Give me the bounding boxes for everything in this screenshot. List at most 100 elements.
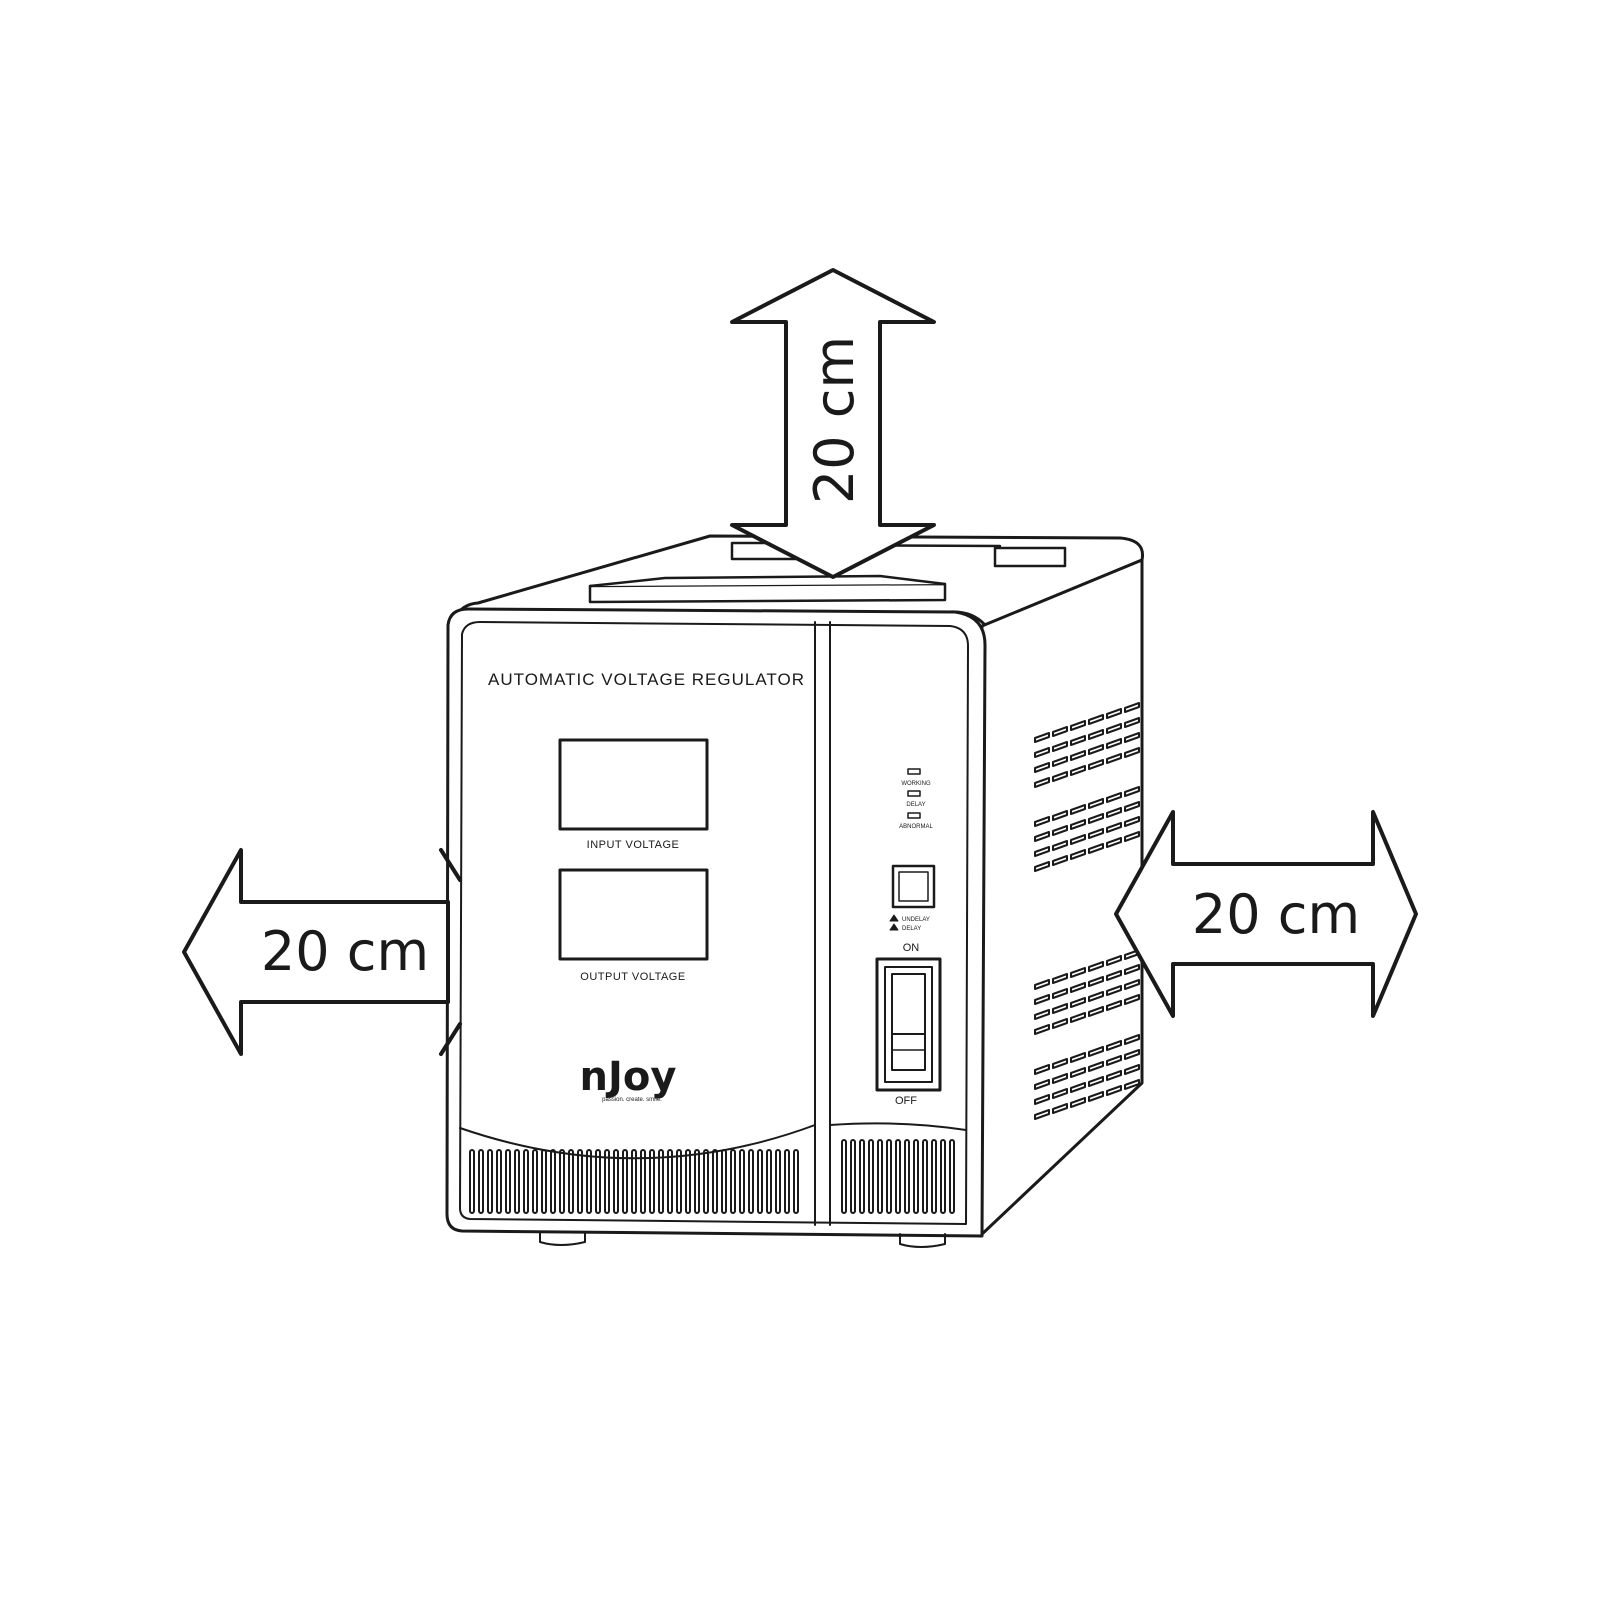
side-vent-slot [1124,702,1140,713]
vent-slot [940,1139,946,1214]
side-vent-slot [1088,1076,1104,1087]
brand-logo: nJoy passion. create. smile. [580,1054,677,1103]
side-vent-slot [1070,834,1086,845]
vent-slot [895,1139,901,1214]
side-vent-slot [1070,982,1086,993]
side-vent-slot [1034,1009,1050,1020]
vent-slot [550,1149,556,1214]
device-title: AUTOMATIC VOLTAGE REGULATOR [488,670,805,689]
side-vent-slot [1052,1088,1068,1099]
side-vent-slot [1070,849,1086,860]
side-vent-slot [1088,961,1104,972]
delay-indicator-icon [889,923,899,931]
vent-slot [757,1149,763,1214]
side-vent-slot [1088,843,1104,854]
vent-slot [904,1139,910,1214]
side-vent-slot [1052,1018,1068,1029]
side-vent-slot [1124,831,1140,842]
side-vent-slot [1088,729,1104,740]
side-vent-slot [1034,979,1050,990]
side-vent-slot [1124,816,1140,827]
side-vent-slot [1052,1058,1068,1069]
vent-wave-right [829,1122,967,1131]
side-vent-slot [1106,1000,1122,1011]
side-vent-slot [1034,994,1050,1005]
side-vent-slot [1088,991,1104,1002]
side-vent-slot [1124,786,1140,797]
vent-slot [877,1139,883,1214]
side-vent-slot [1052,726,1068,737]
vent-slot [850,1139,856,1214]
power-off-label: OFF [895,1095,917,1107]
vent-slot [949,1139,955,1214]
side-vent-slot [1124,994,1140,1005]
vent-slot [793,1149,799,1214]
side-vent-slot [1034,1064,1050,1075]
side-vent-slot [1124,732,1140,743]
top-clearance-arrow: 20 cm [730,268,936,579]
side-vent-slot [1106,792,1122,803]
vent-slot [859,1139,865,1214]
front-bezel [459,621,969,1225]
side-vent-slot [1088,813,1104,824]
vent-wave [459,1124,816,1160]
side-vent-slots [1034,702,1140,1120]
side-vent-slot [1106,723,1122,734]
right-clearance-label: 20 cm [1192,883,1360,946]
delay-switch[interactable] [891,864,936,909]
side-vent-slot [1052,825,1068,836]
top-clearance-label: 20 cm [803,336,866,504]
side-vent-slot [1088,1046,1104,1057]
side-vent-slot [1106,970,1122,981]
side-vent-slot [1070,1067,1086,1078]
side-vent-slot [1052,810,1068,821]
side-vent-slot [1052,988,1068,999]
vent-slot [676,1149,682,1214]
side-vent-slot [1052,741,1068,752]
vent-slot [469,1149,475,1214]
side-vent-slot [1088,976,1104,987]
side-vent-slot [1070,1012,1086,1023]
vent-slot [487,1149,493,1214]
output-voltage-display [558,868,709,961]
side-vent-slot [1070,735,1086,746]
side-vent-slot [1106,1055,1122,1066]
vent-slot [721,1149,727,1214]
left-clearance-arrow: 20 cm [182,848,462,1056]
power-switch[interactable] [875,957,942,1092]
side-vent-slot [1124,747,1140,758]
side-vent-slot [1034,816,1050,827]
side-vent-slot [1070,765,1086,776]
side-vent-slot [1052,771,1068,782]
vent-slot [568,1149,574,1214]
vent-slot [766,1149,772,1214]
side-vent-slot [1088,744,1104,755]
delay-led [907,790,921,797]
side-vent-slot [1070,967,1086,978]
side-vent-slot [1034,846,1050,857]
side-vent-slot [1106,955,1122,966]
vent-slot [886,1139,892,1214]
brand-slogan: passion. create. smile. [602,1097,662,1103]
side-vent-slot [1034,1079,1050,1090]
side-vent-slot [1052,840,1068,851]
undelay-indicator-icon [889,914,899,922]
vent-slot [712,1149,718,1214]
side-vent-slot [1052,973,1068,984]
vent-slot [559,1149,565,1214]
side-vent-slot [1124,979,1140,990]
vent-slot [604,1149,610,1214]
cabinet-front-face [445,607,987,1238]
vent-slot [784,1149,790,1214]
vent-slot [640,1149,646,1214]
side-vent-slot [1106,822,1122,833]
vent-slot [496,1149,502,1214]
abnormal-label: ABNORMAL [899,824,933,830]
vent-slot [775,1149,781,1214]
side-vent-slot [1070,819,1086,830]
side-vent-slot [1034,777,1050,788]
side-vent-slot [1106,708,1122,719]
side-vent-slot [1034,747,1050,758]
status-indicators: WORKING DELAY ABNORMAL [899,768,933,830]
working-label: WORKING [901,781,931,787]
